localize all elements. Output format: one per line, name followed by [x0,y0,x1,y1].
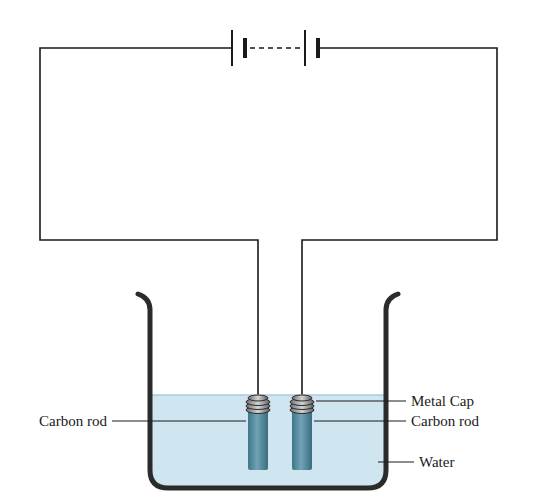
battery-plate [231,30,233,66]
battery-symbol [232,30,318,66]
battery-plate [243,38,247,58]
battery-plate [316,38,320,58]
battery-plate [304,30,306,66]
leader-line [316,401,406,402]
part-label: Metal Cap [411,392,474,410]
wire [40,48,497,398]
part-label: Carbon rod [39,412,107,430]
water-surface [152,394,384,396]
leader-line [378,462,414,463]
battery-dashes [250,47,300,49]
cap-ridge [248,395,268,401]
beaker [138,294,398,488]
carbon-rod [248,408,268,470]
water [152,395,384,486]
cap-ridge [292,395,312,401]
metal-cap [290,395,314,414]
leader-line [314,421,406,422]
part-label: Carbon rod [411,412,479,430]
leader-line [112,421,246,422]
carbon-rod [292,408,312,470]
part-label: Water [419,453,454,471]
leader-lines [112,401,414,462]
metal-cap [246,395,270,414]
wire [302,48,497,398]
